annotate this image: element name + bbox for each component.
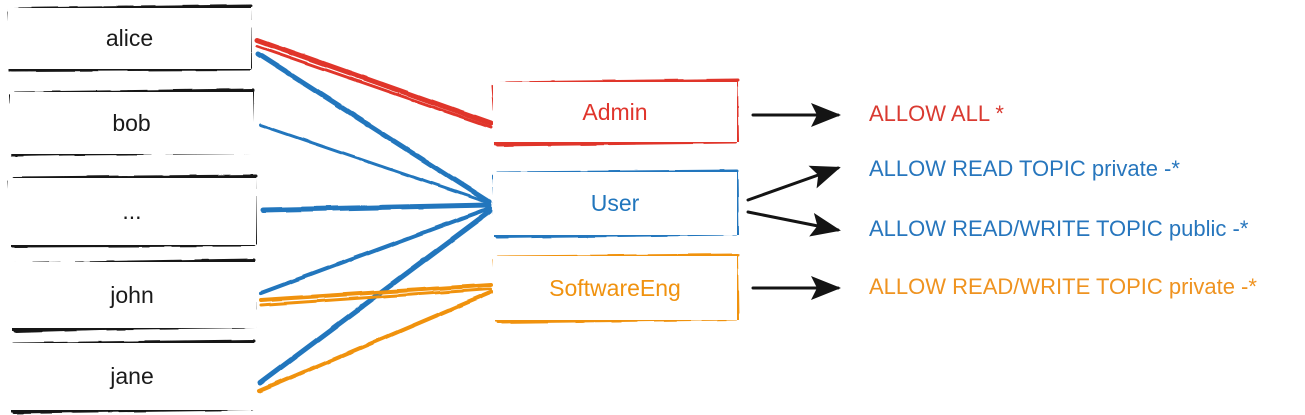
user-node-more[interactable]: ... <box>8 178 256 245</box>
user-node-label: john <box>110 281 154 308</box>
permission-allow-all: ALLOW ALL * <box>869 101 1004 126</box>
user-node-label: bob <box>112 109 151 136</box>
connector-alice-admin <box>254 37 494 126</box>
role-node-softwareeng[interactable]: SoftwareEng <box>493 256 737 320</box>
connector-john-eng-2 <box>259 287 493 307</box>
permission-readwrite-topic-private: ALLOW READ/WRITE TOPIC private -* <box>869 274 1257 299</box>
user-node-label: jane <box>110 363 154 389</box>
connector-john-eng <box>259 283 493 302</box>
connector-alice-user <box>255 51 492 205</box>
connector-jane-eng <box>257 290 494 393</box>
role-node-user[interactable]: User <box>493 172 737 235</box>
user-node-alice[interactable]: alice <box>8 8 251 69</box>
user-node-label: ... <box>122 198 142 224</box>
user-node-jane[interactable]: jane <box>8 343 256 410</box>
connector-jane-user <box>257 208 493 386</box>
connector-john-user <box>259 206 492 295</box>
role-node-label: SoftwareEng <box>549 274 681 301</box>
arrow-user-p3 <box>746 210 841 237</box>
permission-readwrite-topic-public: ALLOW READ/WRITE TOPIC public -* <box>869 216 1249 241</box>
connector-more-user <box>260 202 492 213</box>
connector-alice-admin-2 <box>255 44 493 129</box>
permission-read-topic-private: ALLOW READ TOPIC private -* <box>869 156 1180 181</box>
user-node-bob[interactable]: bob <box>10 92 253 154</box>
arrow-user-p2 <box>746 165 841 202</box>
user-node-label: alice <box>105 25 154 51</box>
user-node-john[interactable]: john <box>8 262 256 328</box>
connector-bob-user <box>258 123 491 205</box>
role-node-label: User <box>590 190 640 216</box>
user-role-connectors <box>254 37 494 393</box>
role-node-label: Admin <box>582 98 648 125</box>
role-permission-arrows <box>746 103 841 300</box>
role-node-admin[interactable]: Admin <box>493 82 737 142</box>
